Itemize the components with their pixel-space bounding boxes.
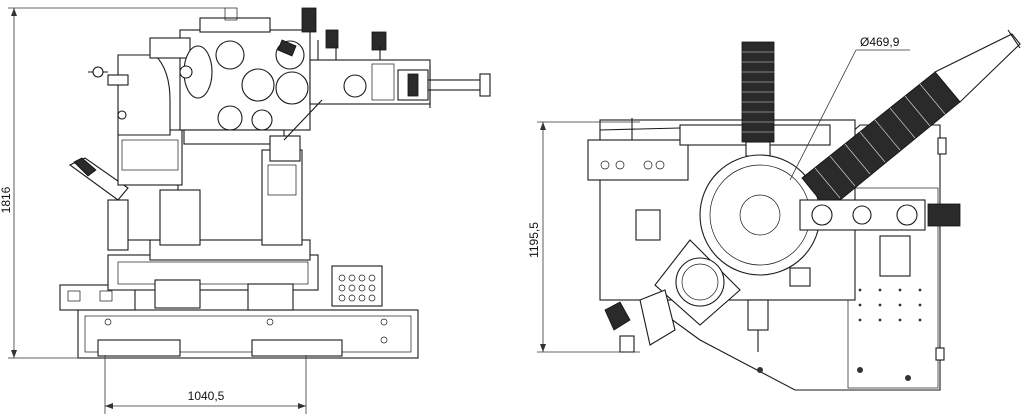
dimension-height-right-label: 1195,5 xyxy=(527,222,541,258)
dimension-diameter-label: Ø469,9 xyxy=(860,35,900,49)
dimension-width-bottom: 1040,5 xyxy=(104,355,307,414)
side-view xyxy=(59,7,491,359)
dimension-height-right: 1195,5 xyxy=(527,121,640,353)
dimension-width-bottom-label: 1040,5 xyxy=(188,389,225,403)
dimension-height-left: 1816 xyxy=(0,7,225,359)
dimension-height-left-label: 1816 xyxy=(0,186,13,213)
top-view xyxy=(587,29,1021,391)
dimension-diameter: Ø469,9 xyxy=(789,35,910,181)
